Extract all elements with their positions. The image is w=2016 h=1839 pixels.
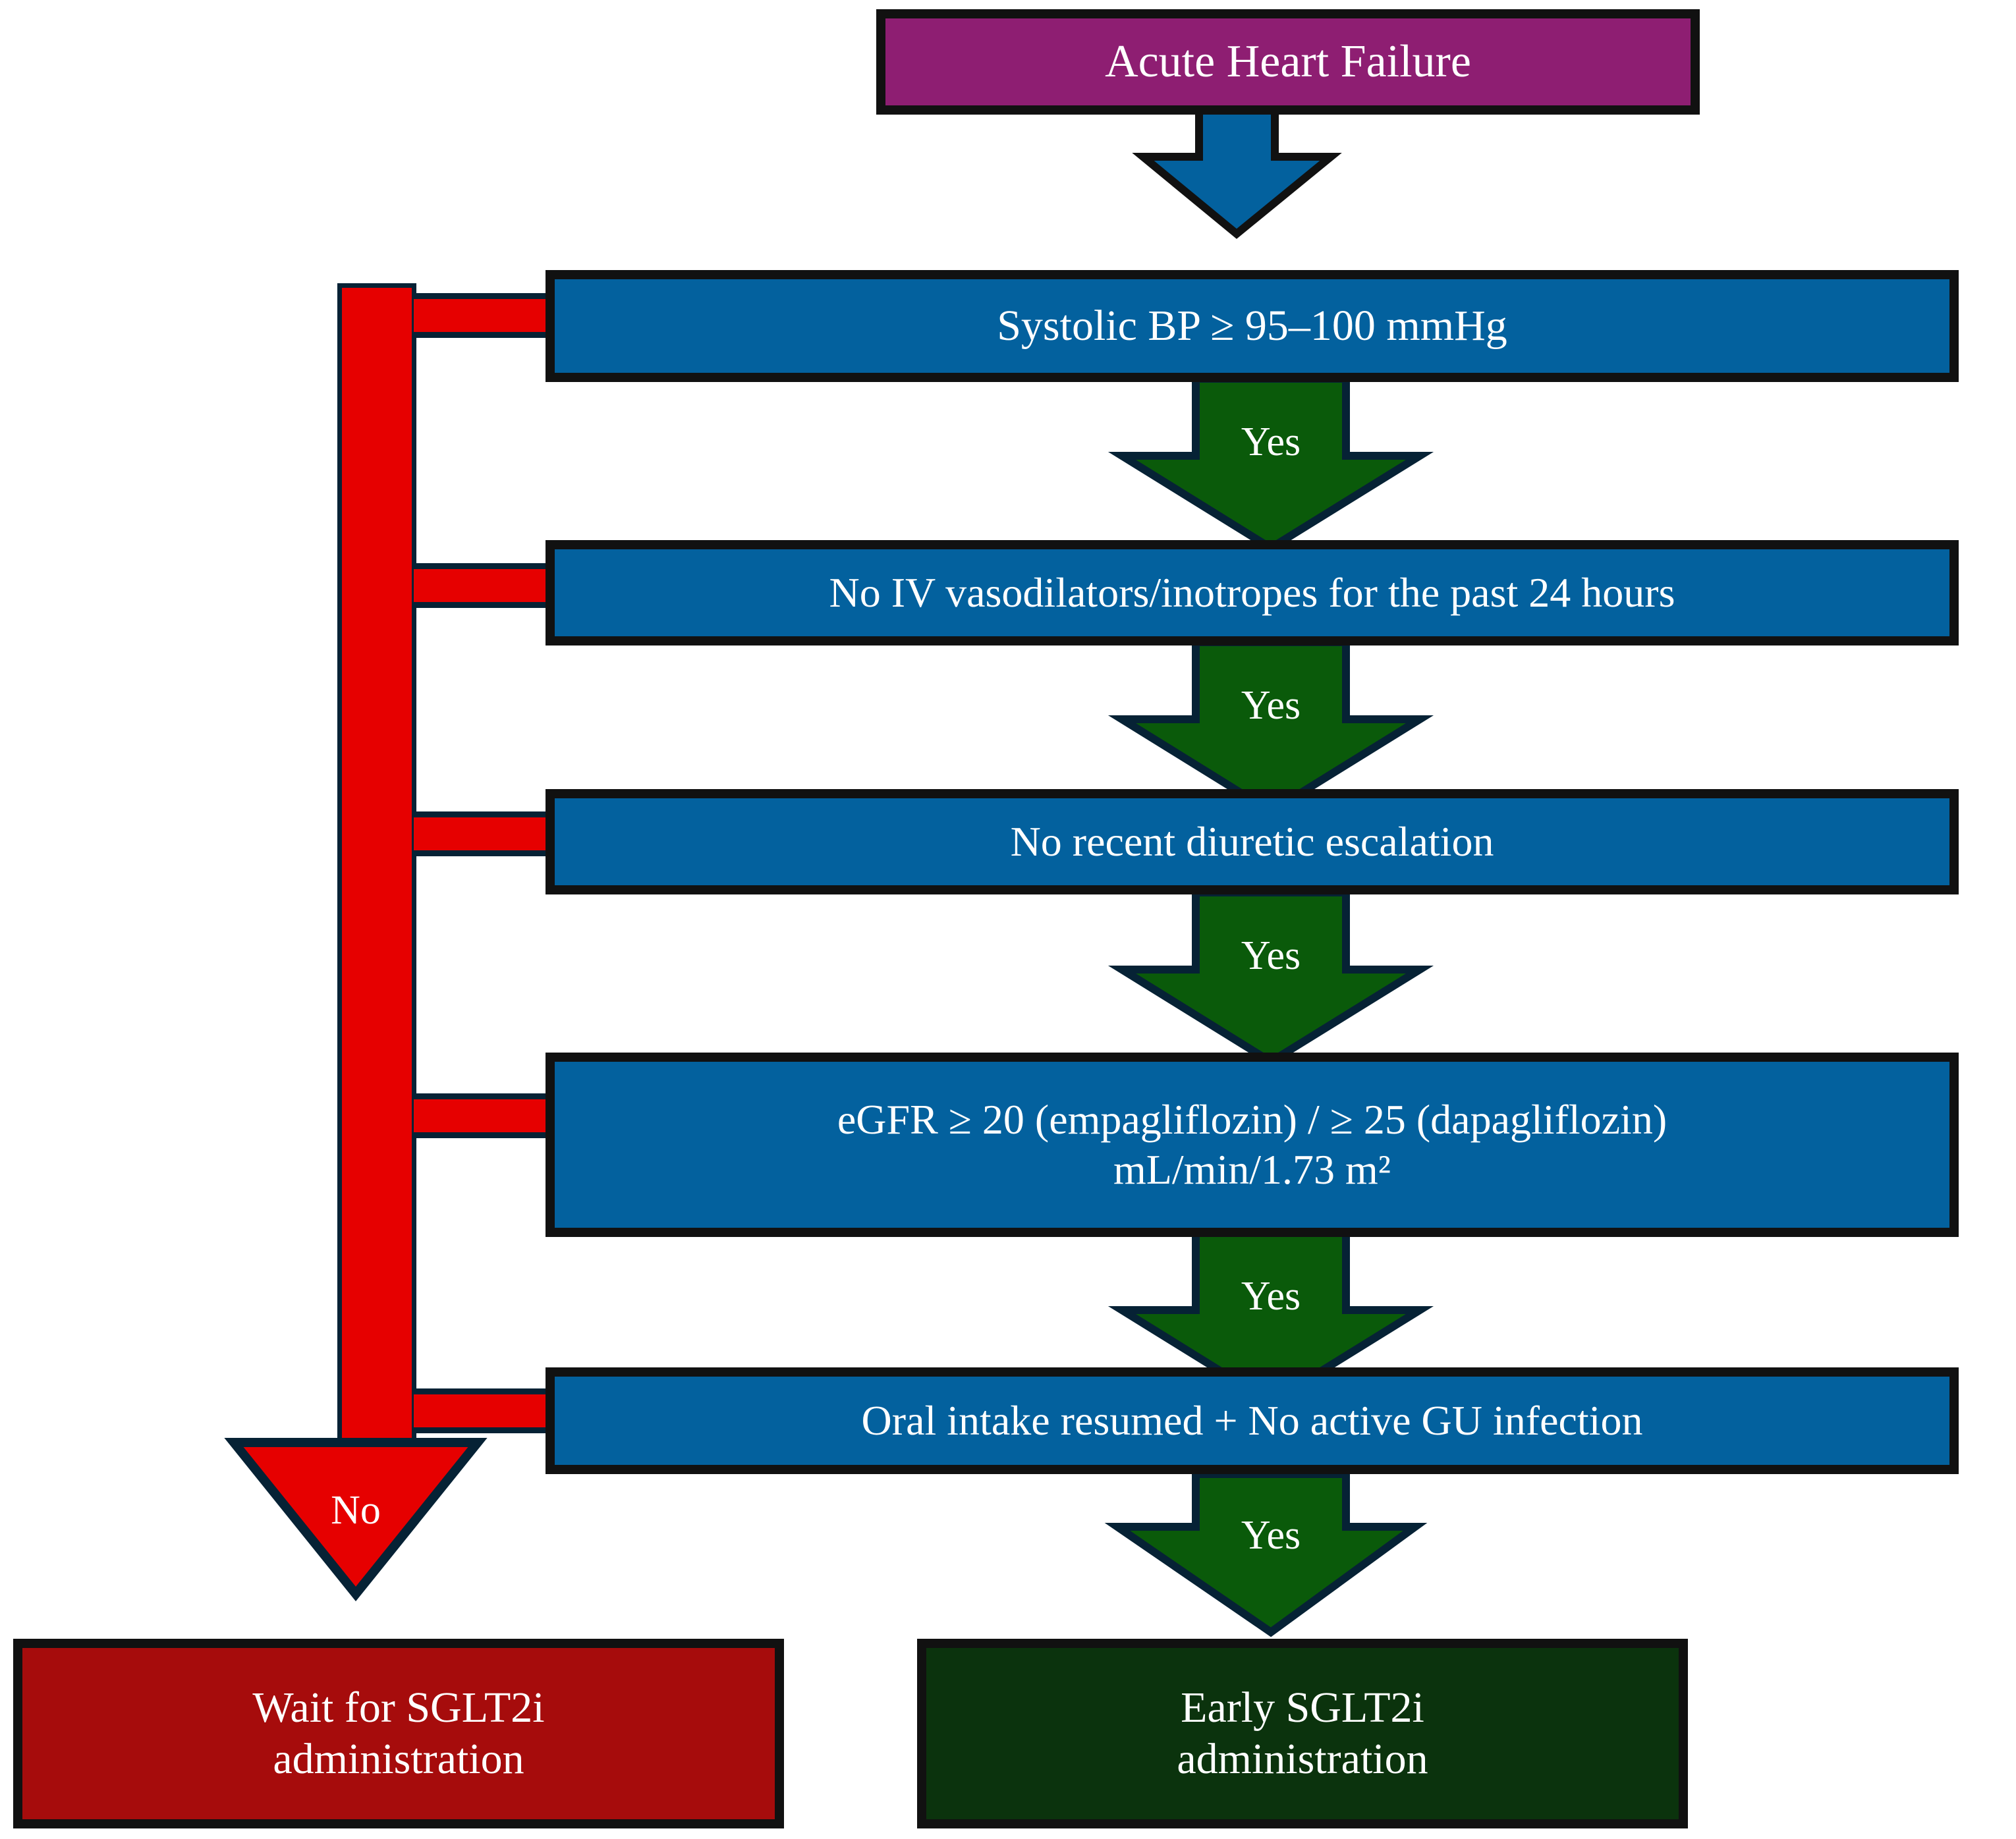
node-no-diuretic-escalation-label: No recent diuretic escalation <box>1010 818 1494 865</box>
no-rail-vertical <box>337 283 416 1442</box>
node-wait-for-sglt2i-line2: administration <box>273 1735 524 1783</box>
no-connector-d2 <box>414 563 546 608</box>
arrow-label-d2-d3: Yes <box>1241 683 1301 728</box>
node-acute-heart-failure[interactable]: Acute Heart Failure <box>876 9 1700 115</box>
node-no-diuretic-escalation[interactable]: No recent diuretic escalation <box>546 789 1959 894</box>
arrow-label-d3-d4: Yes <box>1241 933 1301 978</box>
node-early-sglt2i[interactable]: Early SGLT2i administration <box>917 1639 1688 1828</box>
node-egfr-threshold[interactable]: eGFR ≥ 20 (empagliflozin) / ≥ 25 (dapagl… <box>546 1053 1959 1237</box>
node-oral-intake-gu-infection[interactable]: Oral intake resumed + No active GU infec… <box>546 1367 1959 1474</box>
node-egfr-threshold-line1: eGFR ≥ 20 (empagliflozin) / ≥ 25 (dapagl… <box>837 1096 1667 1143</box>
no-connector-d3 <box>414 811 546 856</box>
node-acute-heart-failure-label: Acute Heart Failure <box>1105 36 1471 87</box>
node-no-iv-vasodilators-label: No IV vasodilators/inotropes for the pas… <box>829 569 1675 617</box>
node-egfr-threshold-line2: mL/min/1.73 m² <box>1113 1146 1391 1193</box>
node-systolic-bp-label: Systolic BP ≥ 95–100 mmHg <box>997 302 1507 350</box>
node-systolic-bp[interactable]: Systolic BP ≥ 95–100 mmHg <box>546 270 1959 382</box>
node-wait-for-sglt2i[interactable]: Wait for SGLT2i administration <box>13 1639 784 1828</box>
arrow-label-d1-d2: Yes <box>1241 420 1301 464</box>
arrow-label-d4-d5: Yes <box>1241 1274 1301 1319</box>
node-wait-for-sglt2i-line1: Wait for SGLT2i <box>252 1684 545 1732</box>
no-connector-d4 <box>414 1093 546 1138</box>
node-oral-intake-gu-infection-label: Oral intake resumed + No active GU infec… <box>861 1397 1643 1444</box>
node-early-sglt2i-line2: administration <box>1177 1735 1428 1783</box>
no-connector-d1 <box>414 293 546 338</box>
no-connector-d5 <box>414 1388 546 1433</box>
node-early-sglt2i-line1: Early SGLT2i <box>1181 1684 1424 1732</box>
arrow-label-no: No <box>331 1488 381 1533</box>
arrow-label-d5-early: Yes <box>1241 1513 1301 1558</box>
node-no-iv-vasodilators[interactable]: No IV vasodilators/inotropes for the pas… <box>546 540 1959 645</box>
